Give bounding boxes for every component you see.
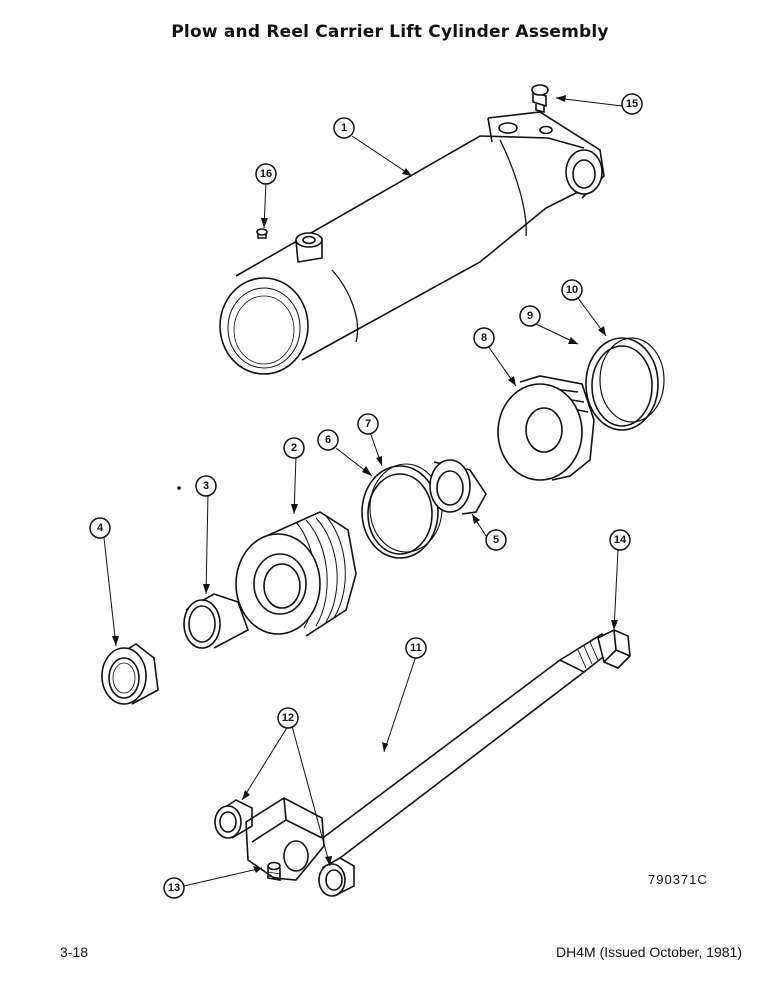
callout-label-6: 6: [325, 434, 331, 446]
issue-info: DH4M (Issued October, 1981): [556, 944, 742, 960]
callout-8: [473, 327, 495, 349]
set-screw-small: [256, 228, 268, 239]
callout-labels: 1 2 3 4 5 6 7 8 9 10 11 12 13 14 15 16: [97, 98, 638, 894]
wiper-seal: [101, 643, 159, 705]
callout-label-15: 15: [626, 98, 638, 110]
callout-label-11: 11: [410, 642, 422, 654]
callout-label-16: 16: [260, 168, 272, 180]
callout-15: [621, 93, 643, 115]
callout-12: [277, 707, 299, 729]
callout-label-1: 1: [341, 122, 347, 134]
callout-16: [255, 163, 277, 185]
callout-3: [195, 475, 217, 497]
page-number: 3-18: [60, 944, 89, 960]
set-screw: [267, 861, 281, 881]
callout-10: [561, 279, 583, 301]
callout-9: [519, 305, 541, 327]
callout-4: [89, 517, 111, 539]
piston-rings: [361, 463, 443, 559]
callout-7: [357, 413, 379, 435]
callout-label-12: 12: [282, 712, 294, 724]
callout-label-9: 9: [527, 310, 533, 322]
spacer-sleeve: [183, 593, 249, 649]
drawing-number: 790371C: [648, 872, 708, 887]
page-title: Plow and Reel Carrier Lift Cylinder Asse…: [171, 22, 609, 42]
callout-13: [163, 877, 185, 899]
rod-seal: [429, 459, 487, 515]
callout-label-3: 3: [203, 480, 209, 492]
grease-fitting: [531, 84, 549, 114]
callout-label-4: 4: [97, 522, 104, 534]
callout-label-14: 14: [614, 534, 627, 546]
callout-11: [405, 637, 427, 659]
leader-arrowheads: [112, 95, 618, 873]
callout-label-2: 2: [291, 442, 297, 454]
callout-circles: [89, 93, 643, 899]
pivot-bushings: [214, 799, 355, 897]
callout-label-5: 5: [493, 534, 499, 546]
callout-6: [317, 429, 339, 451]
callout-14: [609, 529, 631, 551]
callout-label-10: 10: [566, 284, 578, 296]
cylinder-head: [497, 375, 595, 481]
piston-rod: [245, 629, 631, 881]
cylinder-barrel: [219, 111, 605, 375]
callout-label-13: 13: [168, 882, 180, 894]
callout-label-7: 7: [365, 418, 371, 430]
backup-ring-and-seal: [585, 337, 665, 431]
callout-2: [283, 437, 305, 459]
callout-1: [333, 117, 355, 139]
callout-label-8: 8: [481, 332, 487, 344]
callout-5: [485, 529, 507, 551]
leader-lines: [103, 97, 623, 887]
piston: [235, 511, 357, 637]
